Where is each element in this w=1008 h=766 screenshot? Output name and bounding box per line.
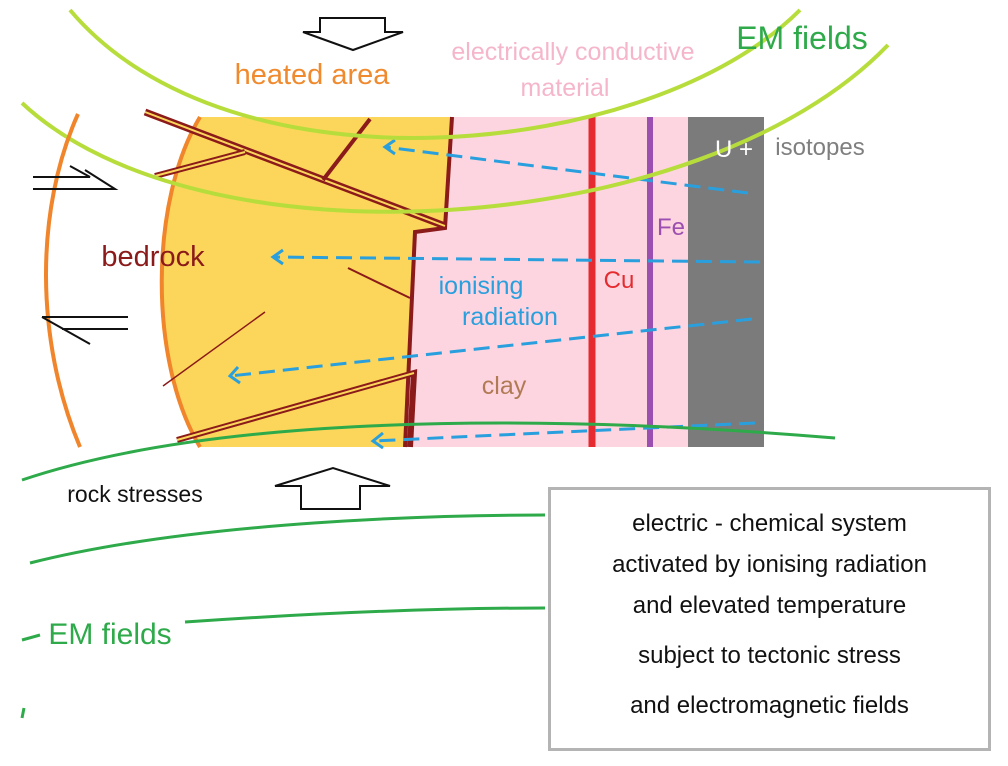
summary-line-4: subject to tectonic stress: [638, 642, 901, 669]
fe-label: Fe: [657, 214, 685, 241]
uranium-label: U +: [715, 136, 753, 163]
fault-lines: [143, 108, 454, 448]
bedrock-edge: [159, 115, 202, 449]
conductive-label-2: material: [521, 74, 610, 102]
heated-area-label: heated area: [235, 59, 391, 91]
conductive-label-1: electrically conductive: [451, 38, 694, 66]
radiation-arrowheads: [227, 138, 396, 450]
ionising-label-2: radiation: [462, 303, 558, 331]
stress-line: [44, 113, 82, 448]
em-fields-top-label: EM fields: [736, 20, 868, 56]
half-arrow-left-icon: [41, 316, 128, 345]
ionising-label-1: ionising: [439, 272, 524, 300]
summary-line-3: and elevated temperature: [632, 592, 907, 619]
isotopes-label: isotopes: [775, 134, 864, 161]
clay-label: clay: [482, 372, 527, 400]
rock-stresses-label: rock stresses: [67, 481, 202, 507]
summary-box: electric - chemical system activated by …: [548, 487, 991, 751]
arrow-up-icon: [274, 466, 391, 510]
em-fields-bottom-label: EM fields: [48, 618, 171, 651]
radiation-arrows: [229, 145, 761, 443]
summary-line-5: and electromagnetic fields: [630, 692, 909, 719]
em-field-curves-top: [20, 8, 890, 214]
bedrock-label: bedrock: [101, 241, 205, 273]
arrow-down-icon: [302, 17, 404, 52]
summary-line-2: activated by ionising radiation: [612, 551, 927, 578]
cu-label: Cu: [604, 267, 635, 294]
clay-region: [405, 117, 690, 447]
em-field-curves-bottom: [20, 421, 836, 719]
summary-line-1: electric - chemical system: [632, 510, 907, 537]
half-arrow-right-icon: [33, 165, 119, 190]
uranium-region: [688, 117, 764, 447]
